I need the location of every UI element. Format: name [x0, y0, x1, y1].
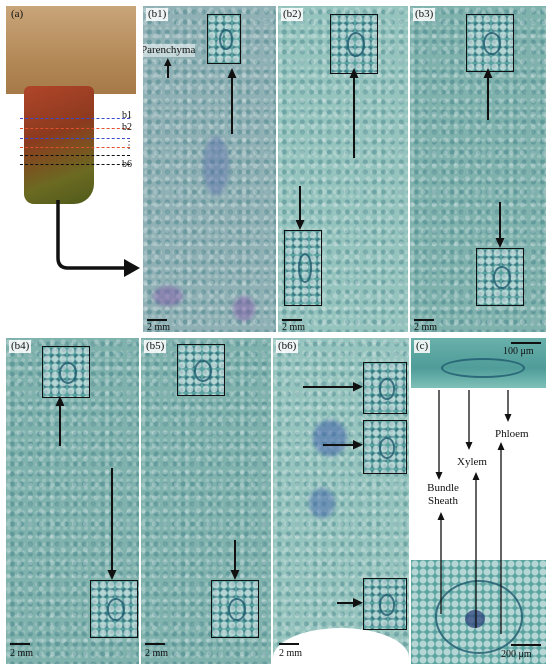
b3-scale-label: 2 mm — [414, 322, 438, 332]
b4-vascular-inset — [42, 346, 90, 398]
section-line-2 — [20, 128, 130, 129]
b6-inset-3 — [363, 578, 407, 630]
b2-xylem-inset — [284, 230, 322, 306]
b5-scale-label: 2 mm — [145, 648, 169, 659]
b3-bundle-inset — [476, 248, 524, 306]
panel-b5: (b5) 2 mm — [141, 338, 271, 664]
section-line-4 — [20, 147, 130, 148]
c-top-micrograph — [411, 338, 546, 388]
panel-label-b5: (b5) — [144, 340, 167, 353]
b5-vascular-inset — [177, 344, 225, 396]
parenchyma-label: Parenchyma — [143, 44, 196, 57]
panel-label-b3: (b3) — [413, 8, 436, 21]
section-line-5 — [20, 155, 130, 156]
panel-a: b1 b2 ⋮ b6 (a) — [6, 6, 136, 204]
panel-c: (c) 100 μm 200 μm Phloem Xylem Bundle Sh… — [411, 338, 546, 664]
b1-scale-label: 2 mm — [147, 322, 171, 332]
panel-b6: (b6) 2 mm — [273, 338, 409, 664]
b6-inset-2 — [363, 420, 407, 474]
panel-b4: (b4) 2 mm — [6, 338, 139, 664]
panel-label-c: (c) — [414, 340, 431, 353]
b2-scale-label: 2 mm — [282, 322, 306, 332]
section-line-1 — [20, 118, 130, 119]
b6-inset-1 — [363, 362, 407, 414]
b1-vascular-inset — [207, 14, 241, 64]
b4-bundle-inset — [90, 580, 138, 638]
stem-photo-upper — [6, 6, 136, 94]
phloem-label: Phloem — [495, 428, 529, 440]
section-label-b1: b1 — [122, 110, 132, 121]
section-line-3 — [20, 138, 130, 139]
b4-scale-label: 2 mm — [10, 648, 34, 659]
section-label-b6: b6 — [122, 159, 132, 170]
panel-b3: (b3) 2 mm — [410, 6, 546, 332]
c-scale-bottom-label: 200 μm — [501, 649, 532, 660]
section-line-6 — [20, 164, 130, 165]
section-label-dots: ⋮ — [124, 140, 134, 151]
panel-label-a: (a) — [11, 8, 24, 20]
b2-vascular-inset — [330, 14, 378, 74]
bundle-sheath-label: Bundle Sheath — [427, 482, 459, 507]
xylem-label: Xylem — [457, 456, 487, 468]
b3-vascular-inset — [466, 14, 514, 72]
c-bottom-micrograph — [411, 560, 546, 664]
panel-b1: (b1) Parenchyma 2 mm — [143, 6, 276, 332]
panel-label-b6: (b6) — [276, 340, 299, 353]
panel-b2: (b2) 2 mm — [278, 6, 408, 332]
c-scale-top-label: 100 μm — [503, 346, 534, 357]
section-label-b2: b2 — [122, 122, 132, 133]
panel-label-b1: (b1) — [146, 8, 169, 21]
panel-label-b4: (b4) — [9, 340, 32, 353]
b6-scale-label: 2 mm — [279, 648, 303, 659]
stem-photo-branch — [24, 86, 94, 204]
panel-label-b2: (b2) — [281, 8, 304, 21]
b5-bundle-inset — [211, 580, 259, 638]
